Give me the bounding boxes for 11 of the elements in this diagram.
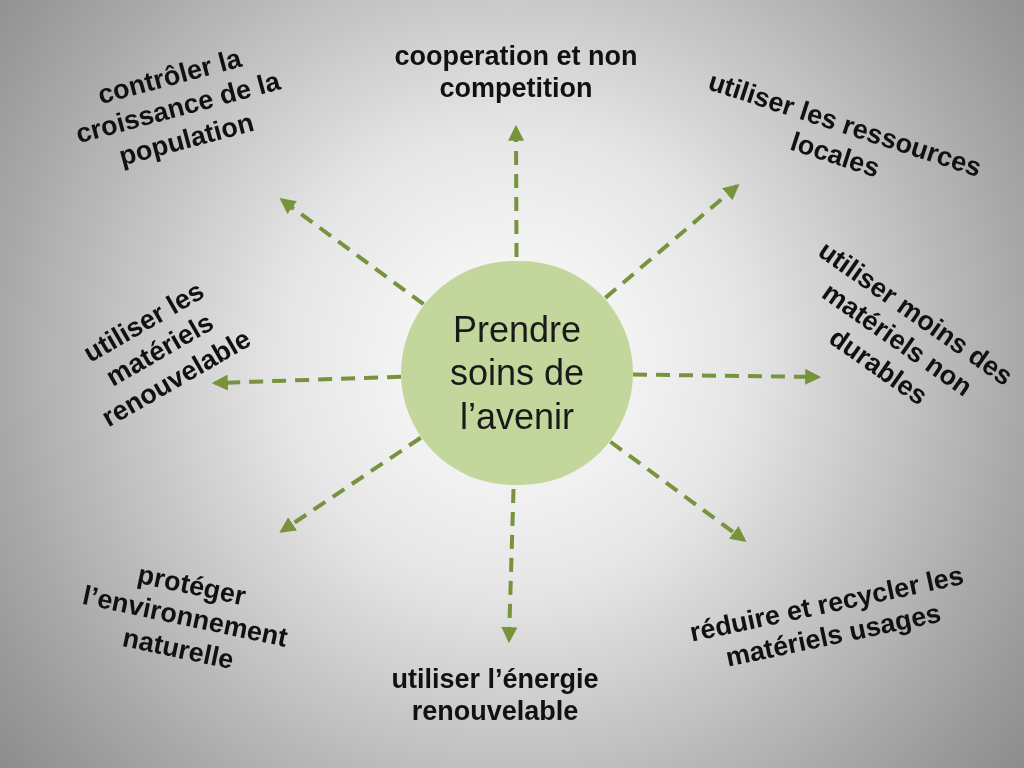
dashed-arrow: [632, 368, 822, 385]
dashed-arrow: [211, 374, 402, 391]
dashed-arrow: [279, 436, 422, 533]
dashed-arrow: [279, 198, 425, 306]
dashed-arrow: [508, 124, 525, 257]
text-label: réduire et recycler les matériels usages: [681, 558, 979, 682]
dashed-arrow: [609, 440, 747, 542]
dashed-arrow: [604, 183, 740, 300]
text-label: utiliser l’énergie renouvelable: [345, 662, 645, 728]
dashed-arrow: [501, 488, 518, 644]
text-label: cooperation et non competition: [366, 39, 666, 105]
